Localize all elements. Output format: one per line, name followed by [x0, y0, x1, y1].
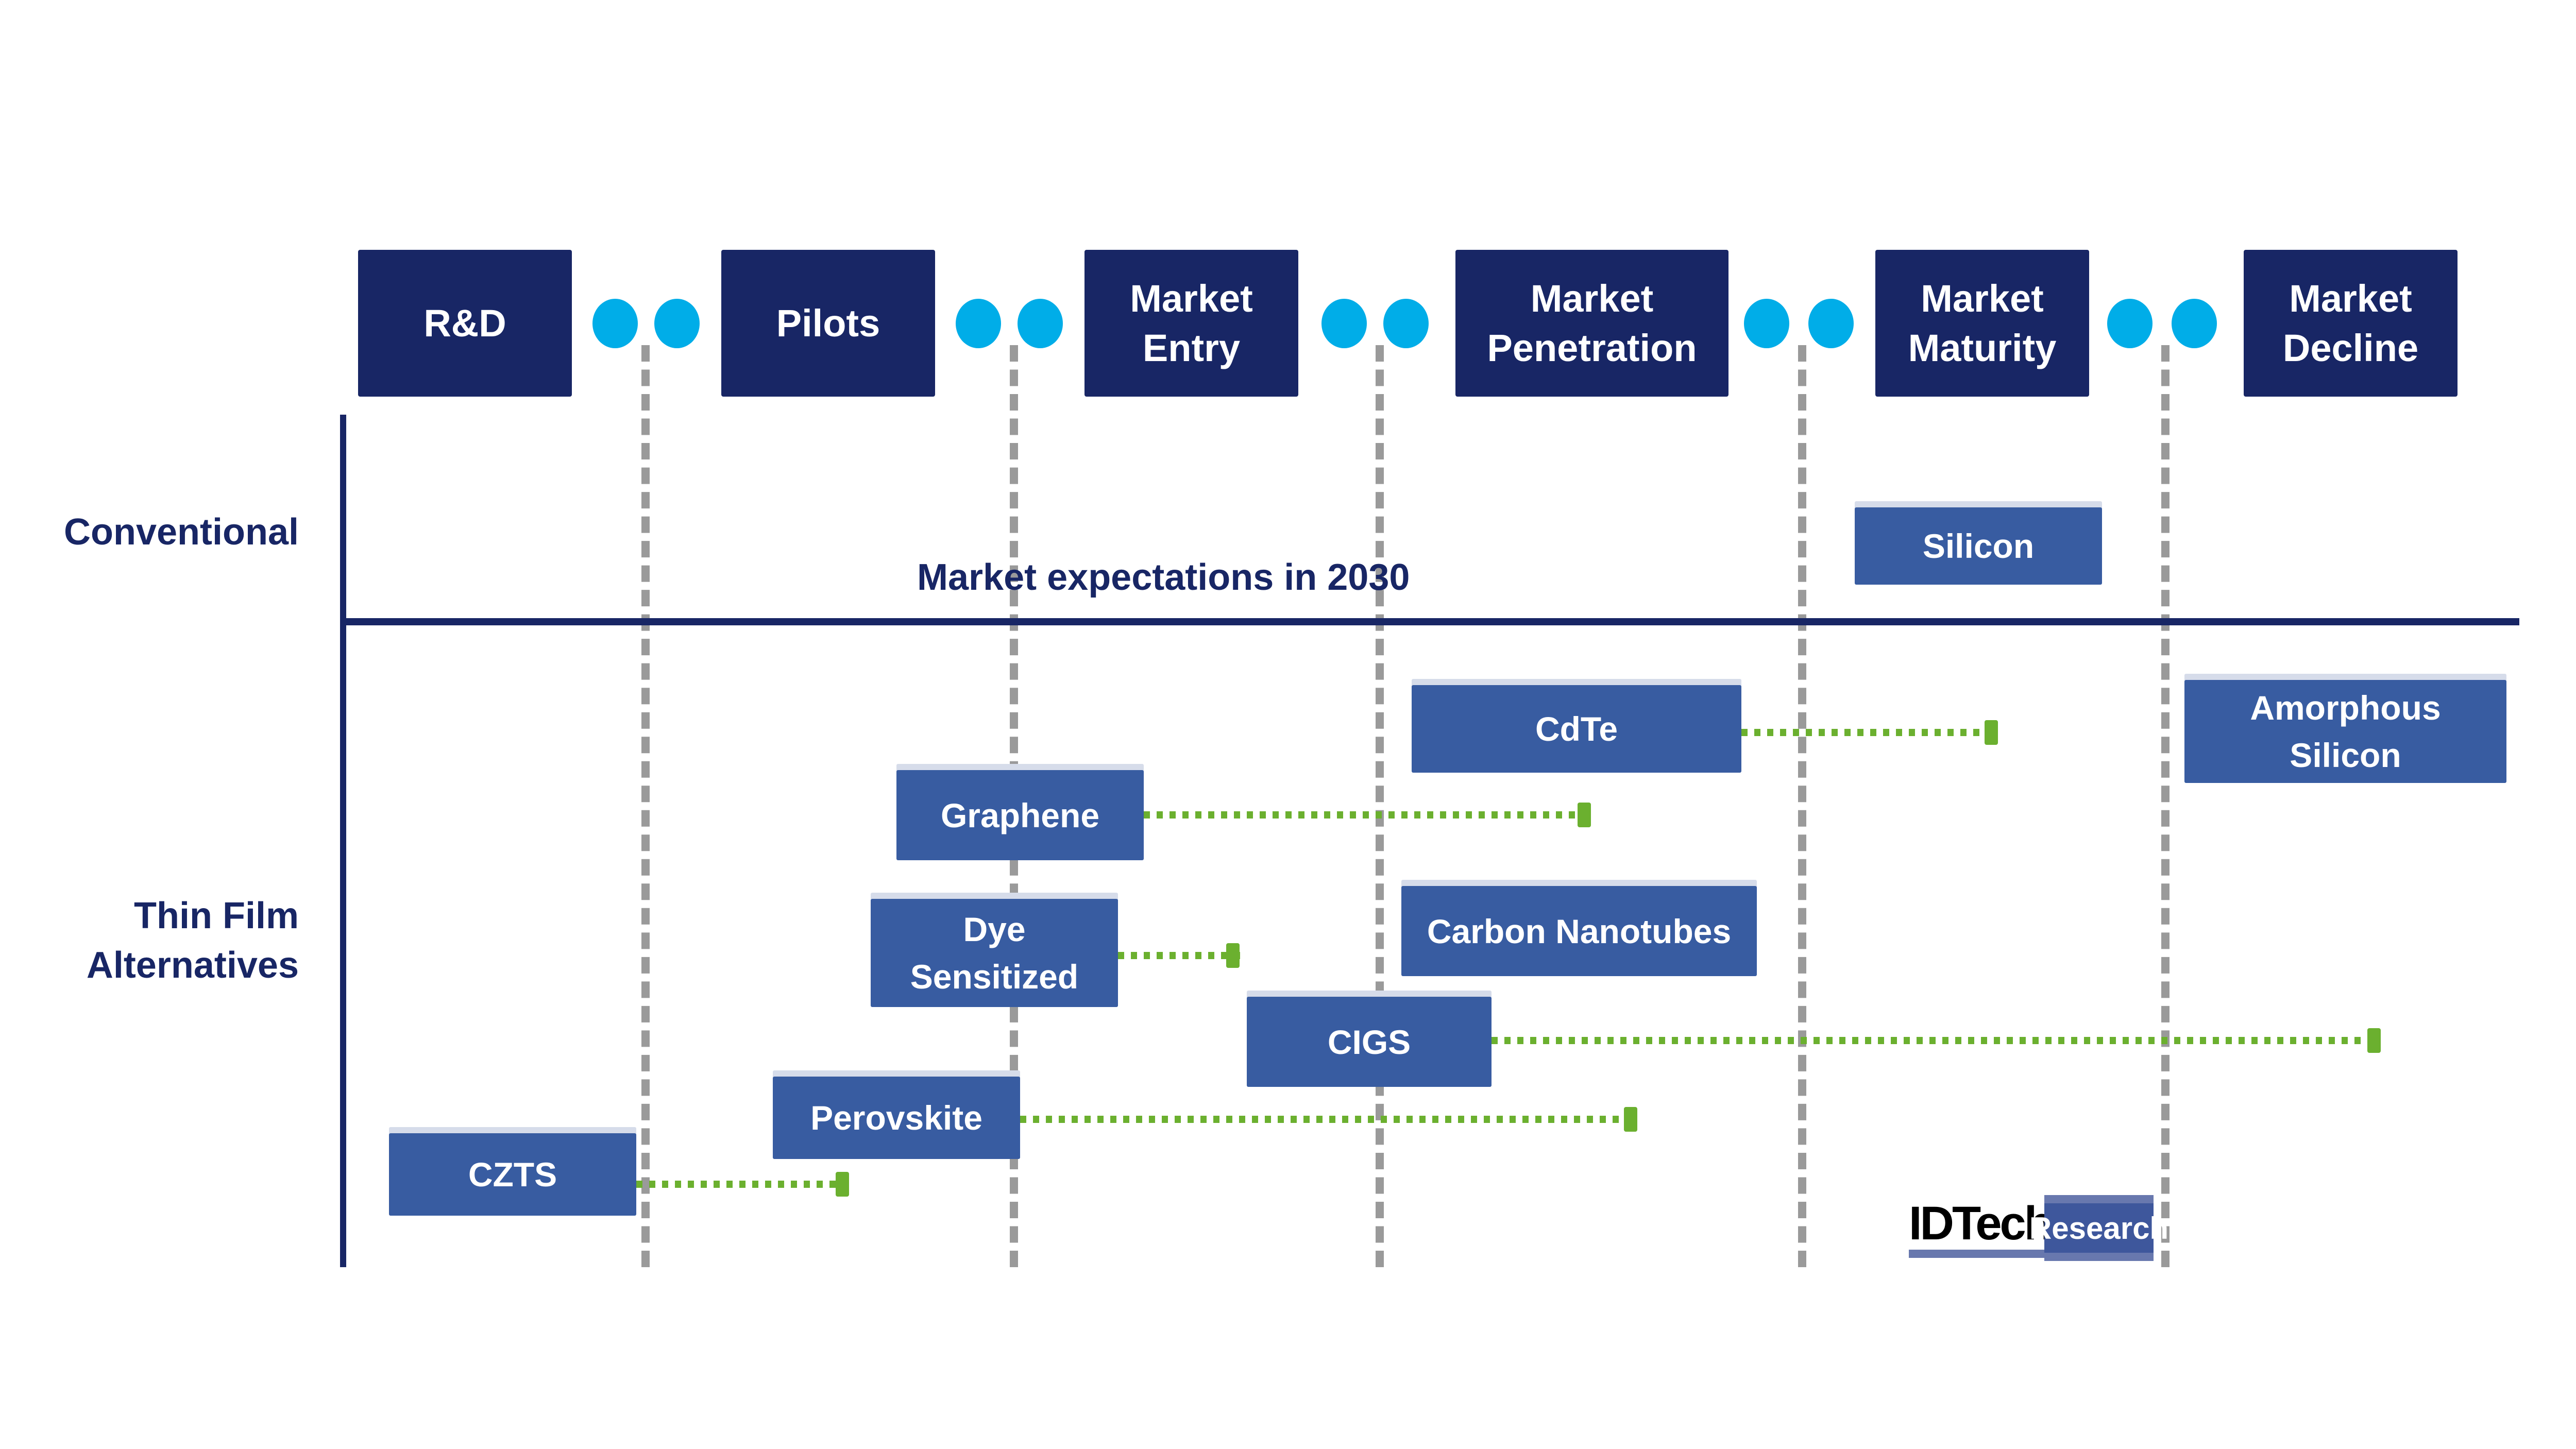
tech-label: CdTe [1535, 710, 1618, 748]
connector-dot-icon [1018, 299, 1063, 348]
tech-amorphous-silicon: Amorphous Silicon [2184, 680, 2506, 783]
research-tag: Research [2029, 1195, 2168, 1261]
cdte-arrow [1741, 729, 1999, 736]
stage-pilots: Pilots [721, 250, 935, 397]
tech-label: Graphene [940, 796, 1100, 834]
connector-dot-icon [1383, 299, 1429, 348]
perovskite-arrow-head-icon [1624, 1107, 1637, 1132]
row-label-conventional: Conventional [63, 512, 299, 553]
stage-divider [2161, 345, 2170, 1267]
tech-cdte: CdTe [1412, 685, 1741, 773]
stage-divider [641, 345, 650, 1267]
vertical-axis [340, 415, 346, 1267]
connector-dot-icon [1321, 299, 1367, 348]
stage-rnd: R&D [358, 250, 572, 397]
graphene-arrow [1144, 811, 1592, 819]
dye-sensitized-arrow [1118, 952, 1242, 959]
tech-graphene: Graphene [896, 770, 1144, 860]
tech-label: Dye Sensitized [910, 910, 1079, 996]
stage-label: R&D [423, 301, 506, 345]
tech-label: CZTS [468, 1155, 557, 1194]
stage-label: Market Entry [1130, 277, 1253, 369]
connector-dot-icon [592, 299, 638, 348]
dye-sensitized-arrow-head-icon [1226, 943, 1240, 968]
row-separator [340, 618, 2519, 625]
graphene-arrow-head-icon [1578, 803, 1591, 827]
tech-silicon: Silicon [1855, 507, 2102, 585]
cigs-arrow [1492, 1037, 2367, 1044]
market-expectations-note: Market expectations in 2030 [917, 557, 1410, 598]
cdte-arrow-head-icon [1985, 720, 1998, 745]
stage-market-entry: Market Entry [1084, 250, 1298, 397]
connector-dot-icon [1744, 299, 1789, 348]
connector-dot-icon [654, 299, 700, 348]
stage-label: Market Penetration [1487, 277, 1697, 369]
perovskite-arrow [1020, 1116, 1638, 1123]
cigs-arrow-head-icon [2367, 1028, 2381, 1053]
tech-label: CIGS [1327, 1022, 1411, 1061]
stage-label: Pilots [776, 301, 880, 345]
stage-market-penetration: Market Penetration [1455, 250, 1728, 397]
tech-carbon-nanotubes: Carbon Nanotubes [1401, 886, 1757, 976]
stage-market-maturity: Market Maturity [1875, 250, 2089, 397]
czts-arrow [636, 1181, 853, 1188]
tech-dye-sensitized: Dye Sensitized [871, 899, 1118, 1007]
connector-dot-icon [2107, 299, 2153, 348]
connector-dot-icon [956, 299, 1001, 348]
stage-label: Market Decline [2282, 277, 2419, 369]
tech-czts: CZTS [389, 1133, 636, 1216]
tech-cigs: CIGS [1247, 997, 1492, 1087]
connector-dot-icon [1808, 299, 1854, 348]
tech-label: Carbon Nanotubes [1427, 912, 1732, 950]
row-label-thin-film: Thin Film Alternatives [86, 895, 299, 986]
stage-divider [1376, 345, 1384, 1267]
tech-label: Amorphous Silicon [2250, 689, 2441, 774]
stage-divider [1798, 345, 1806, 1267]
czts-arrow-head-icon [836, 1172, 849, 1197]
tech-perovskite: Perovskite [773, 1077, 1020, 1159]
tech-label: Perovskite [810, 1099, 982, 1137]
tech-label: Silicon [1922, 527, 2035, 565]
stage-market-decline: Market Decline [2244, 250, 2458, 397]
connector-dot-icon [2172, 299, 2217, 348]
stage-label: Market Maturity [1908, 277, 2057, 369]
